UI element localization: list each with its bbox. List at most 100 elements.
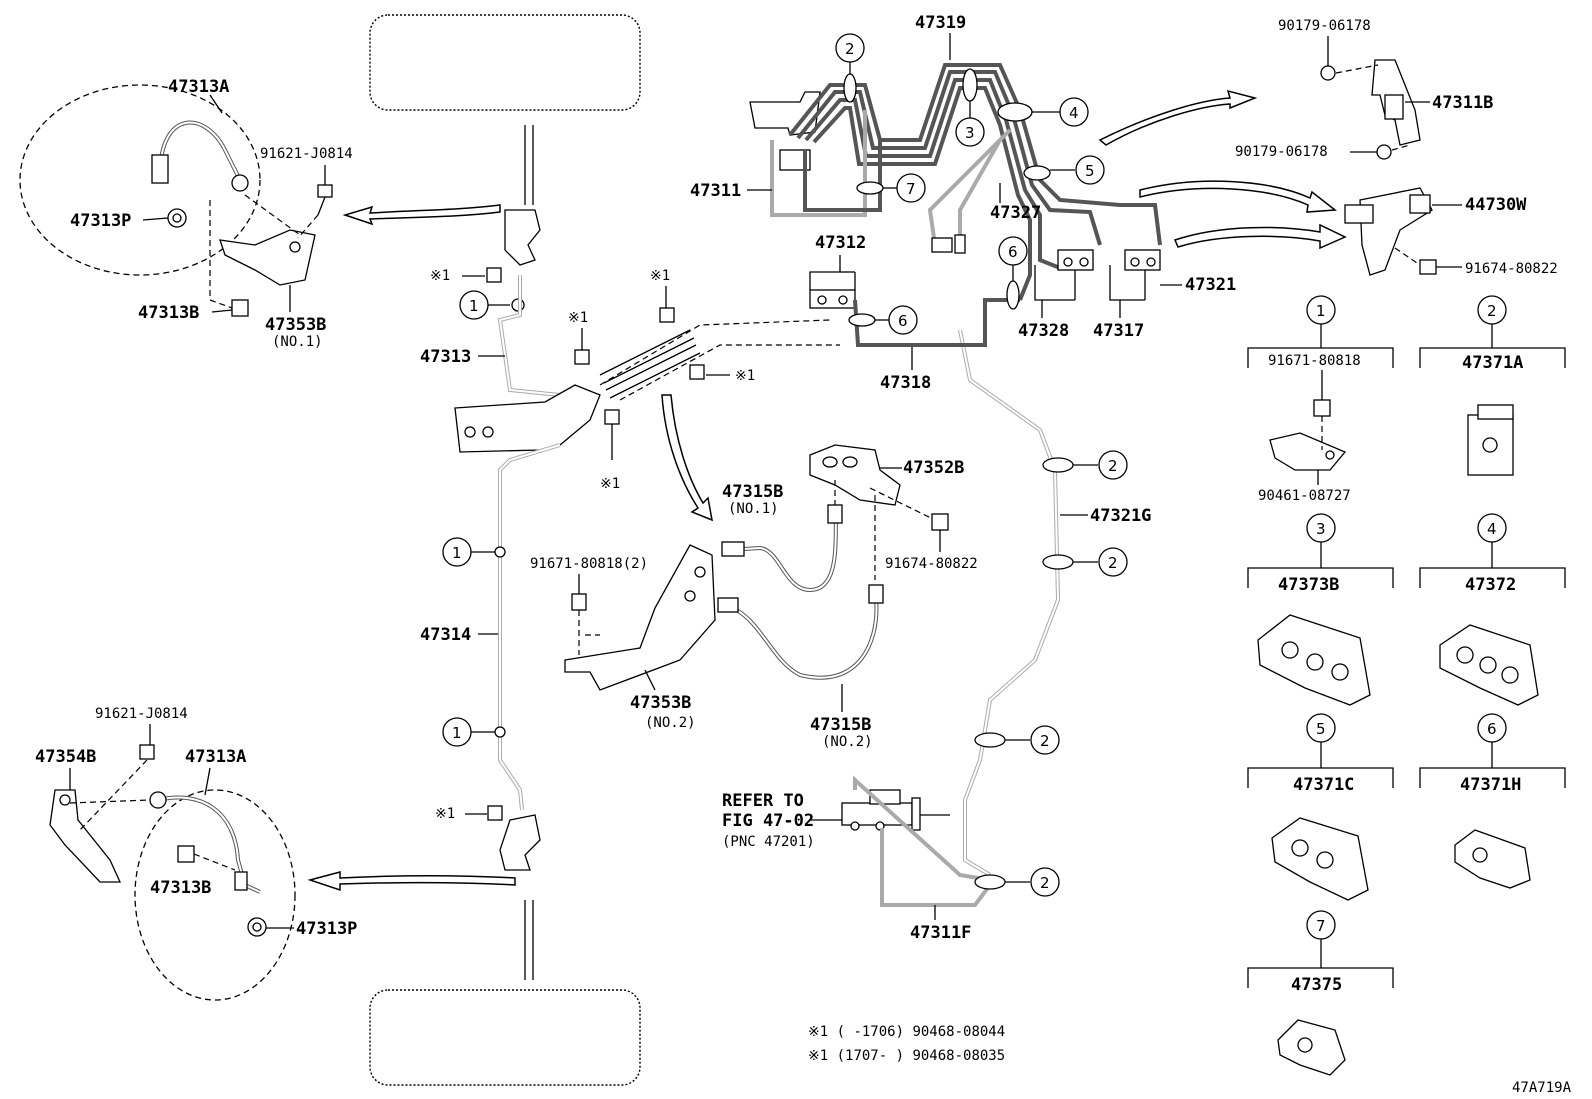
bracket-47353b-no2 bbox=[564, 544, 716, 691]
svg-text:5: 5 bbox=[1316, 720, 1326, 738]
bracket-47354b bbox=[49, 789, 122, 883]
legend-5-a: 47371C bbox=[1293, 775, 1354, 795]
callout-6-b bbox=[998, 236, 1028, 266]
label-47313p-bot: 47313P bbox=[296, 919, 357, 939]
bracket-47352b bbox=[809, 444, 901, 506]
note-line-1: ※1 ( -1706) 90468-08044 bbox=[808, 1024, 1005, 1040]
svg-text:6: 6 bbox=[1487, 720, 1497, 738]
label-47317: 47317 bbox=[1093, 321, 1144, 341]
callout-5 bbox=[1075, 155, 1105, 185]
legend-6-a: 47371H bbox=[1460, 775, 1521, 795]
clamp-47312 bbox=[809, 289, 856, 309]
bolt-91674-mid bbox=[931, 513, 949, 531]
label-91621-bot: 91621-J0814 bbox=[95, 706, 188, 722]
front-bracket-small bbox=[504, 209, 541, 266]
rear-flex-hose-47313a bbox=[149, 791, 261, 894]
bolt-47313b-top bbox=[209, 200, 249, 317]
pipe-47314 bbox=[498, 443, 561, 811]
svg-text:※1: ※1 bbox=[735, 368, 755, 384]
main-mount-bracket bbox=[454, 384, 601, 453]
legend-6-clip bbox=[1454, 829, 1531, 889]
label-91674-mid: 91674-80822 bbox=[885, 556, 978, 572]
front-detail-circle bbox=[19, 84, 261, 276]
pipe-47313 bbox=[497, 275, 581, 398]
svg-text:6: 6 bbox=[898, 312, 908, 330]
rear-detail-circle bbox=[134, 789, 296, 1001]
label-no2-br: (NO.2) bbox=[645, 715, 696, 731]
legend-1-a: 91671-80818 bbox=[1268, 353, 1361, 369]
label-44730w: 44730W bbox=[1465, 195, 1527, 215]
svg-text:1: 1 bbox=[1316, 302, 1326, 320]
rear-axle-rod bbox=[524, 900, 534, 980]
bolt-91621-bot bbox=[79, 744, 155, 831]
svg-text:6: 6 bbox=[1008, 243, 1018, 261]
callout-2-c bbox=[1030, 725, 1060, 755]
legend-3-clip bbox=[1257, 614, 1371, 706]
callout-2-a bbox=[1098, 450, 1128, 480]
label-90179-a: 90179-06178 bbox=[1278, 18, 1371, 34]
label-no1-top: (NO.1) bbox=[272, 334, 323, 350]
svg-text:3: 3 bbox=[965, 124, 975, 142]
arrow-to-44730w-b bbox=[1173, 223, 1347, 250]
callout-2-d bbox=[1030, 867, 1060, 897]
front-axle-rod bbox=[524, 125, 534, 205]
label-47315b-1: 47315B bbox=[722, 482, 783, 502]
nut-90179-a bbox=[1320, 65, 1336, 81]
connector-47327 bbox=[931, 234, 966, 254]
label-47312: 47312 bbox=[815, 233, 866, 253]
legend-1-clamp bbox=[1269, 432, 1347, 471]
label-47321: 47321 bbox=[1185, 275, 1236, 295]
label-47315b-2: 47315B bbox=[810, 715, 871, 735]
pipe-47311 bbox=[770, 110, 882, 217]
svg-text:2: 2 bbox=[1040, 732, 1050, 750]
label-47327: 47327 bbox=[990, 203, 1041, 223]
label-91621-top: 91621-J0814 bbox=[260, 146, 353, 162]
label-refer-1: REFER TO bbox=[722, 791, 804, 811]
label-47352b: 47352B bbox=[903, 458, 964, 478]
arrow-to-44730w-a bbox=[1139, 180, 1337, 213]
svg-text:※1: ※1 bbox=[568, 310, 588, 326]
label-47353b-top: 47353B bbox=[265, 315, 326, 335]
front-wheel-outline bbox=[369, 14, 641, 111]
label-47313p-top: 47313P bbox=[70, 211, 131, 231]
bolt-91674-r bbox=[1419, 259, 1437, 275]
legend-2-a: 47371A bbox=[1462, 353, 1523, 373]
svg-text:2: 2 bbox=[845, 40, 855, 58]
label-no2-hose: (NO.2) bbox=[822, 734, 873, 750]
label-47313b-bot: 47313B bbox=[150, 878, 211, 898]
callout-6-a bbox=[888, 305, 918, 335]
pipe-47321g bbox=[958, 329, 1061, 877]
pipe-47318 bbox=[853, 298, 1020, 347]
label-47318: 47318 bbox=[880, 373, 931, 393]
note-line-2: ※1 (1707- ) 90468-08035 bbox=[808, 1048, 1005, 1064]
front-flex-hose-47313a bbox=[151, 120, 249, 192]
label-47319: 47319 bbox=[915, 13, 966, 33]
clip-47313p-bot bbox=[247, 917, 267, 937]
arrow-to-47311b bbox=[1098, 89, 1258, 146]
legend-3-a: 47373B bbox=[1278, 575, 1339, 595]
svg-text:2: 2 bbox=[1040, 874, 1050, 892]
svg-text:1: 1 bbox=[452, 544, 462, 562]
figure-id: 47A719A bbox=[1512, 1080, 1572, 1096]
clamp-47321 bbox=[1124, 249, 1161, 271]
abs-actuator-block bbox=[749, 91, 821, 171]
hose-47315b-no2 bbox=[717, 584, 884, 680]
arrow-to-hose-detail bbox=[661, 394, 713, 522]
svg-text:4: 4 bbox=[1487, 520, 1497, 538]
label-91671-mid: 91671-80818(2) bbox=[530, 556, 648, 572]
svg-text:2: 2 bbox=[1108, 554, 1118, 572]
legend-1-bolt bbox=[1313, 370, 1331, 417]
svg-text:※1: ※1 bbox=[435, 806, 455, 822]
svg-text:2: 2 bbox=[1108, 457, 1118, 475]
label-47313: 47313 bbox=[420, 347, 471, 367]
label-47353b-2: 47353B bbox=[630, 693, 691, 713]
legend-7-a: 47375 bbox=[1291, 975, 1342, 995]
clip-kome-a: ※1 bbox=[430, 267, 502, 284]
callout-3 bbox=[955, 117, 985, 147]
label-47313a-bot: 47313A bbox=[185, 747, 246, 767]
label-47313b-top: 47313B bbox=[138, 303, 199, 323]
clip-47313p-top bbox=[167, 208, 187, 228]
label-47354b: 47354B bbox=[35, 747, 96, 767]
arrow-to-rear-detail bbox=[307, 871, 516, 892]
label-no1-hose: (NO.1) bbox=[728, 501, 779, 517]
